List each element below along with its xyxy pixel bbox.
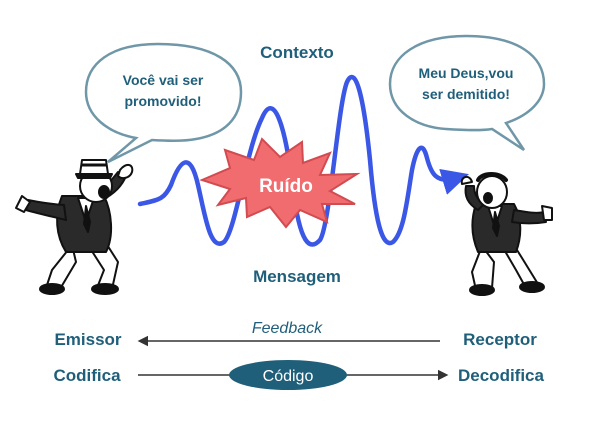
message-label: Mensagem xyxy=(253,267,341,286)
noise-label: Ruído xyxy=(259,176,313,197)
code-pill: Código xyxy=(229,360,347,390)
sender-label: Emissor xyxy=(54,330,121,349)
context-label: Contexto xyxy=(260,43,334,62)
receiver-bubble-line2: ser demitido! xyxy=(422,86,510,102)
receiver-speech-bubble: Meu Deus,vou ser demitido! xyxy=(388,34,546,152)
receiver-figure xyxy=(460,172,553,296)
code-label: Código xyxy=(263,368,314,385)
receiver-bubble-line1: Meu Deus,vou xyxy=(419,65,514,81)
sender-bubble-line2: promovido! xyxy=(125,93,202,109)
sender-bubble-line1: Você vai ser xyxy=(123,72,204,88)
feedback-label: Feedback xyxy=(252,320,323,337)
sender-speech-bubble: Você vai ser promovido! xyxy=(84,42,243,164)
message-wave xyxy=(137,74,469,247)
encodes-label: Codifica xyxy=(53,366,121,385)
decodes-label: Decodifica xyxy=(458,366,545,385)
sender-figure xyxy=(15,159,134,295)
noise-burst-icon: Ruído xyxy=(199,137,361,229)
receiver-label: Receptor xyxy=(463,330,537,349)
